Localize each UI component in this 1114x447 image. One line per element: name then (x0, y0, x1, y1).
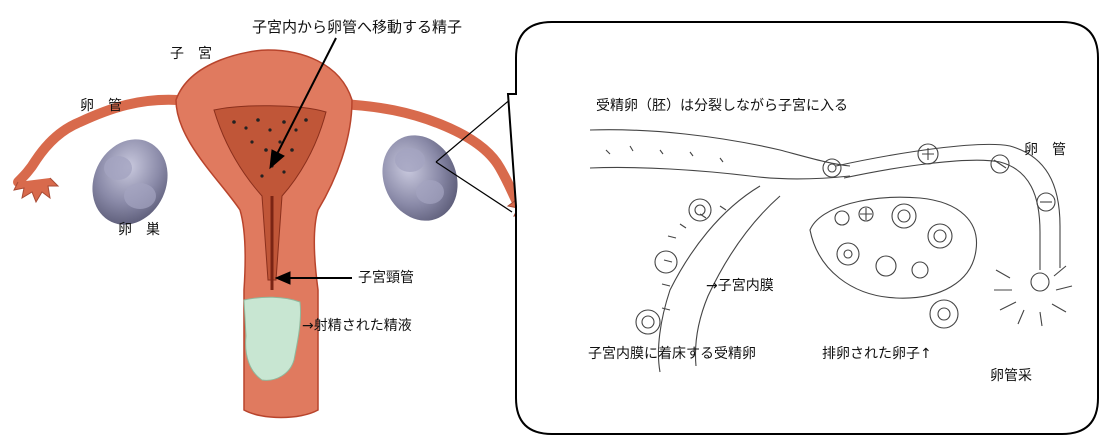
label-embryo-division: 受精卵（胚）は分裂しながら子宮に入る (596, 98, 848, 114)
label-cervical-canal: 子宮頸管 (358, 270, 414, 286)
label-endometrium: →子宮内膜 (706, 278, 774, 294)
label-oviduct-left: 卵 管 (80, 98, 122, 114)
left-ovary (79, 127, 181, 237)
caption-sperm-moving: 子宮内から卵管へ移動する精子 (252, 18, 462, 36)
label-uterus: 子 宮 (170, 46, 212, 62)
label-implanting-egg: 子宮内膜に着床する受精卵 (588, 346, 756, 362)
label-semen: →射精された精液 (302, 318, 412, 334)
right-ovary (369, 123, 471, 233)
label-ovary: 卵 巣 (118, 222, 160, 238)
label-fimbriae: 卵管采 (990, 368, 1032, 384)
label-ovulated-egg: 排卵された卵子↑ (822, 346, 932, 362)
label-oviduct-right: 卵 管 (1024, 142, 1066, 158)
